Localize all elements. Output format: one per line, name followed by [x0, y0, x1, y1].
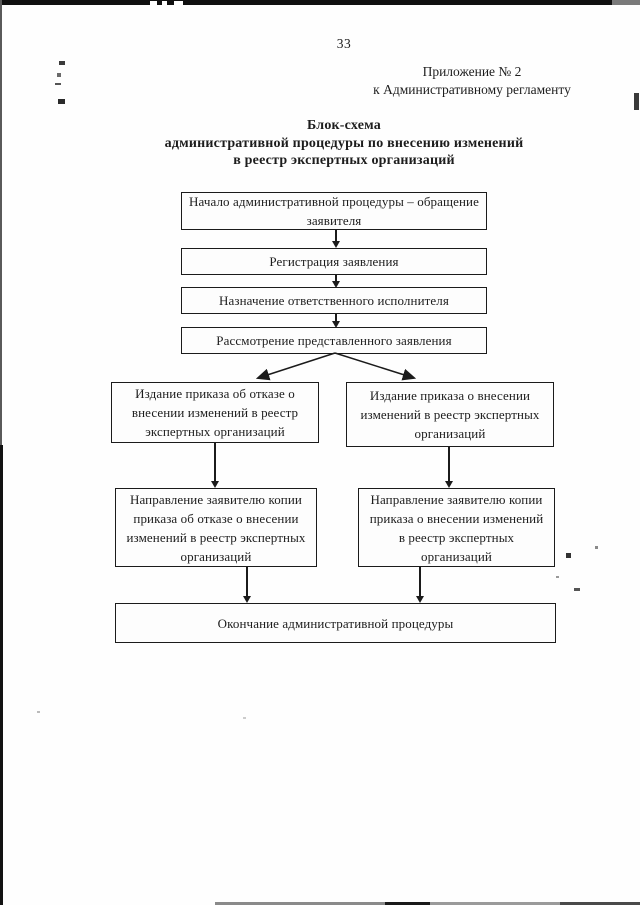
flow-node-start: Начало административной процедуры – обра…	[181, 192, 487, 230]
arrow-amend-to-copy	[445, 447, 452, 488]
scan-artifact	[574, 588, 580, 591]
arrow-review-split	[255, 352, 417, 381]
scan-artifact	[243, 717, 246, 719]
scan-artifact	[162, 1, 167, 5]
scan-artifact	[150, 1, 157, 5]
scan-edge-left	[0, 0, 2, 445]
page-number: 33	[336, 36, 352, 51]
scan-edge-bottom	[430, 902, 560, 905]
scan-artifact	[612, 0, 640, 5]
flow-node-assign-executor: Назначение ответственного исполнителя	[181, 287, 487, 314]
flow-node-review: Рассмотрение представленного заявления	[181, 327, 487, 354]
scan-artifact	[37, 711, 40, 713]
scan-artifact	[58, 99, 65, 104]
scan-edge-bottom	[385, 902, 430, 905]
scan-edge-bottom	[560, 902, 640, 905]
scan-artifact	[595, 546, 598, 549]
scan-edge-top	[0, 0, 640, 5]
flow-node-send-amend-copy: Направление заявителю копии приказа о вн…	[358, 488, 555, 567]
scan-artifact	[59, 61, 65, 65]
scan-artifact	[55, 83, 61, 85]
flow-node-registration: Регистрация заявления	[181, 248, 487, 275]
arrow-refusal-copy-to-end	[243, 567, 250, 603]
scan-artifact	[57, 73, 61, 77]
scan-artifact	[566, 553, 571, 558]
scan-artifact	[174, 1, 183, 5]
flow-node-end: Окончание административной процедуры	[115, 603, 556, 643]
flow-node-order-amend: Издание приказа о внесении изменений в р…	[346, 382, 554, 447]
flow-node-send-refusal-copy: Направление заявителю копии приказа об о…	[115, 488, 317, 567]
annex-reference: Приложение № 2 к Административному регла…	[373, 64, 571, 97]
arrow-refusal-to-copy	[211, 443, 218, 488]
arrow-start-to-registration	[332, 230, 339, 248]
arrow-assign-to-review	[332, 314, 339, 328]
document-title: Блок-схема административной процедуры по…	[164, 118, 524, 168]
arrow-amend-copy-to-end	[416, 567, 423, 603]
scan-artifact	[556, 576, 559, 578]
flow-node-order-refusal: Издание приказа об отказе о внесении изм…	[111, 382, 319, 443]
scan-edge-bottom	[215, 902, 385, 905]
arrow-registration-to-assign	[332, 275, 339, 288]
scan-edge-left	[0, 445, 3, 905]
scan-artifact	[634, 93, 639, 110]
